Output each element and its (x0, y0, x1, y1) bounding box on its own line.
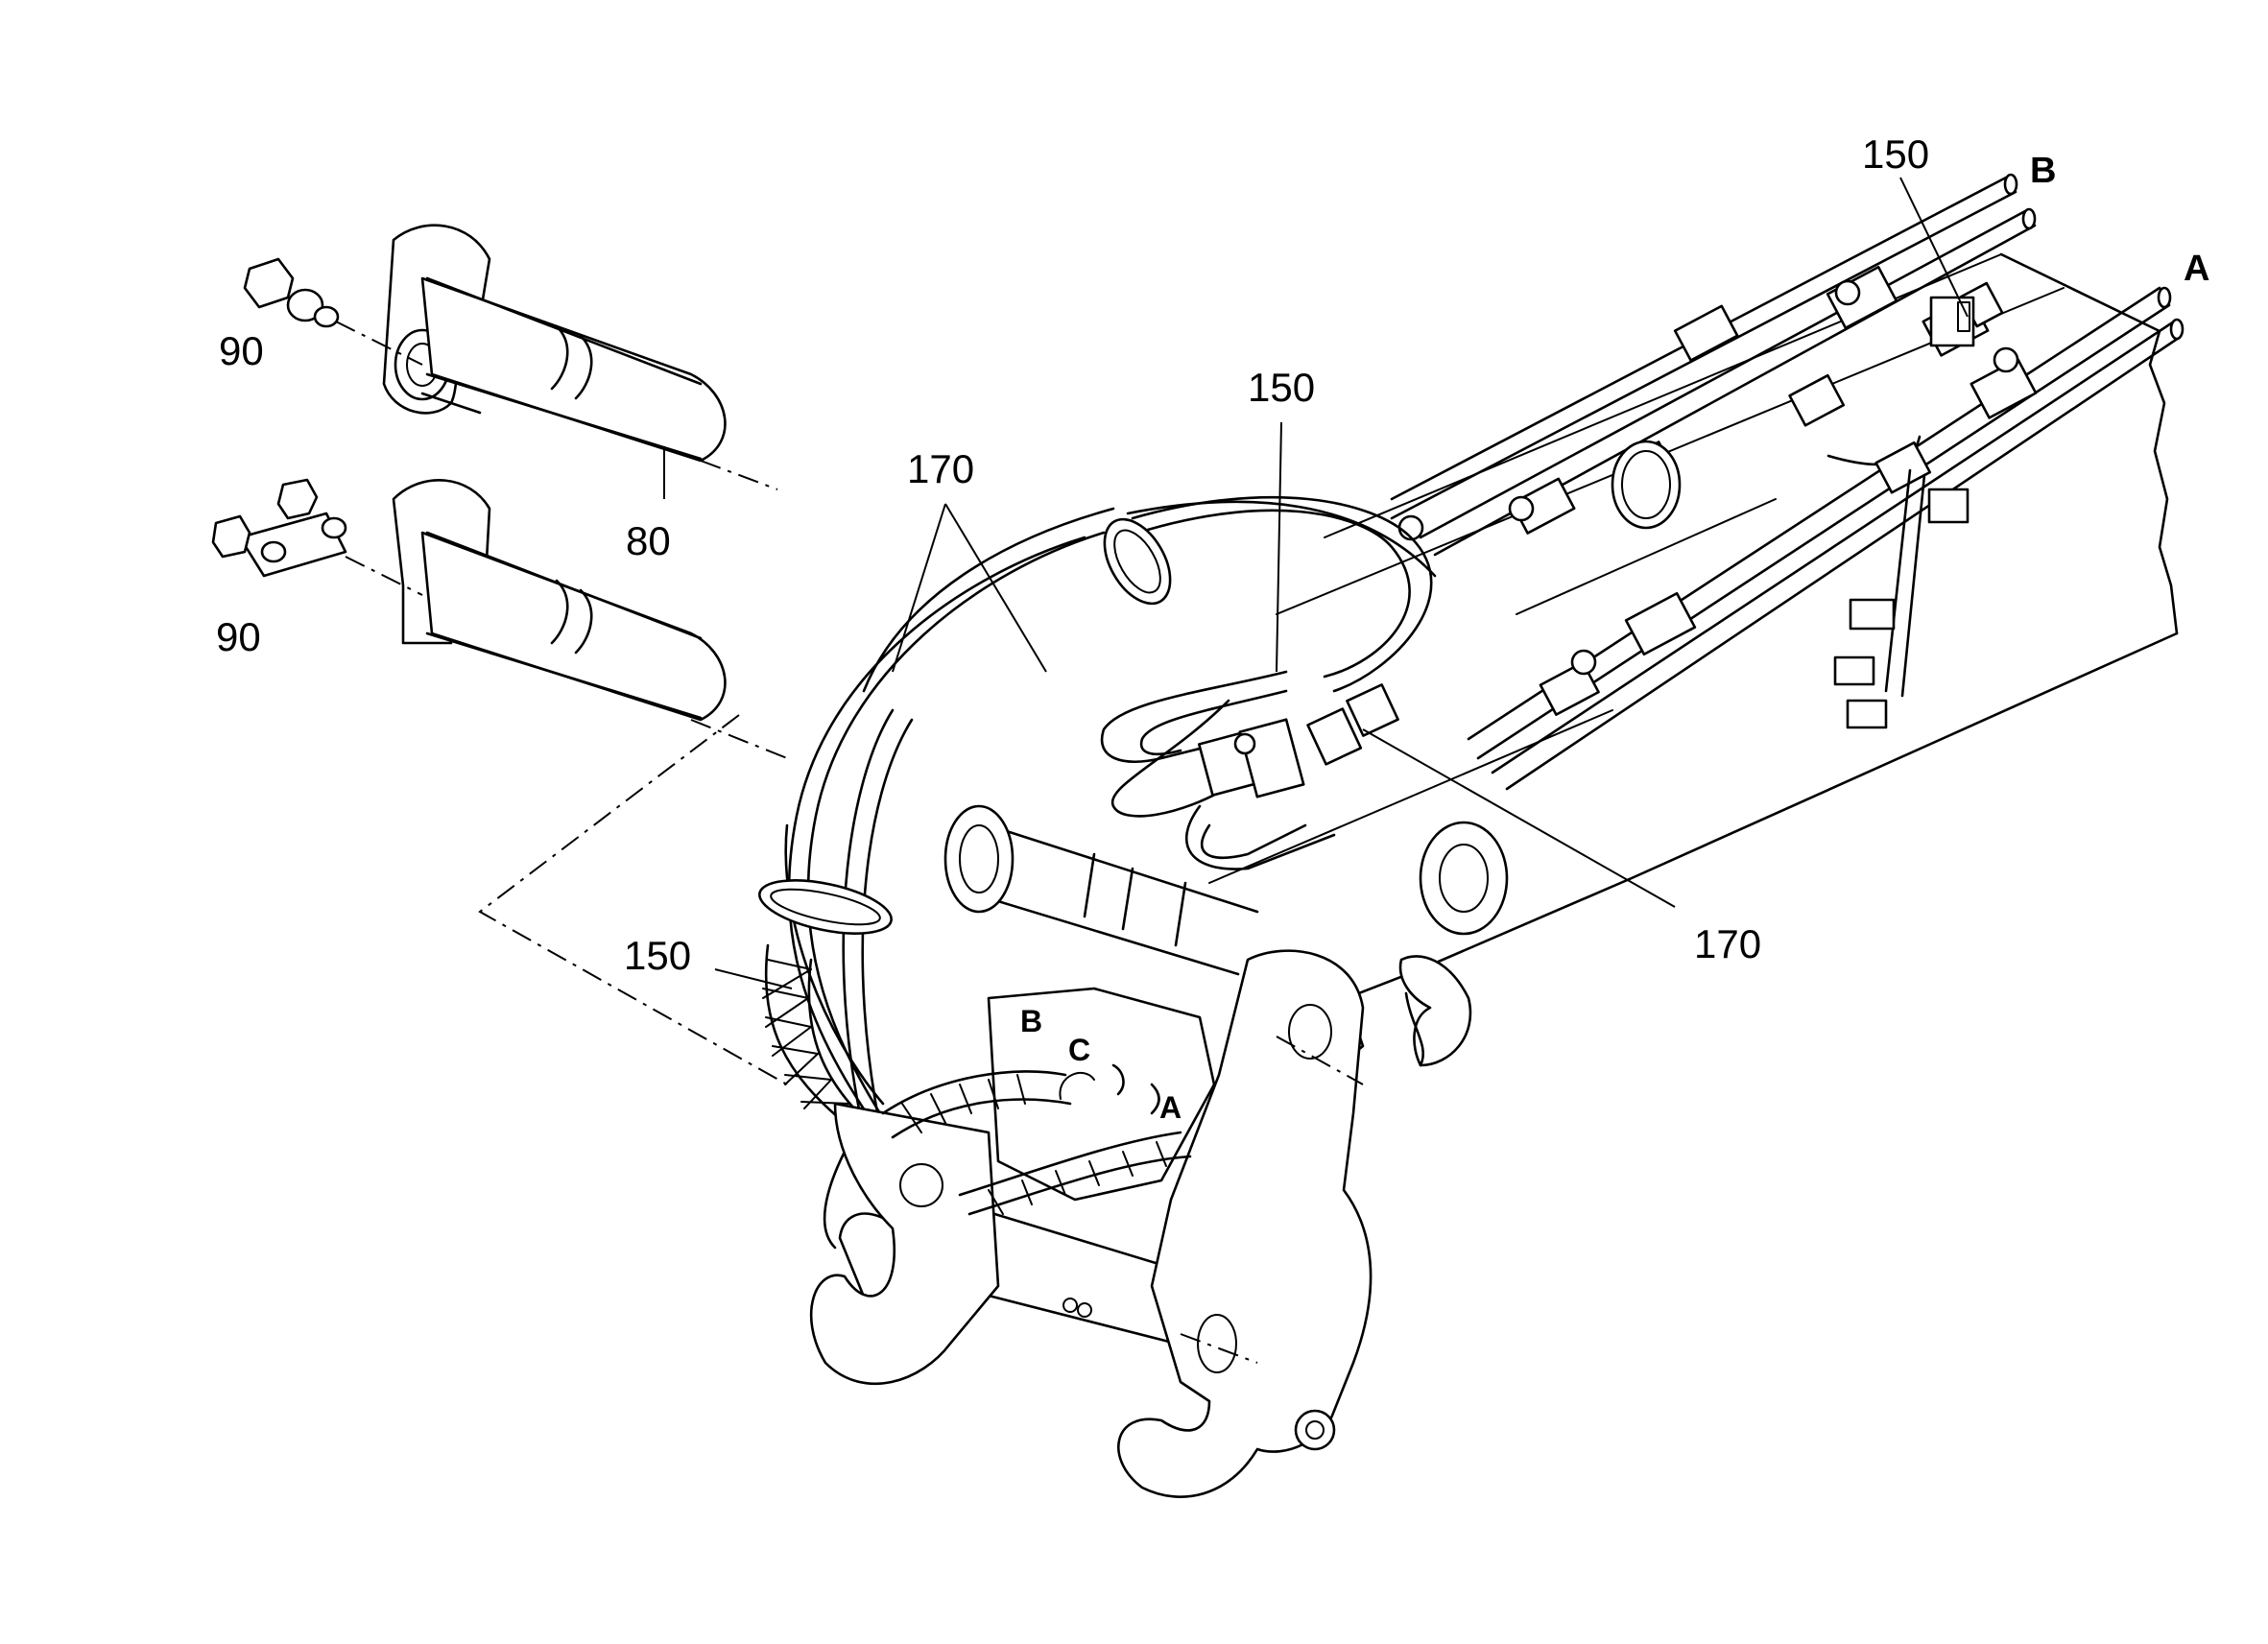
callout-150-center: 150 (1248, 365, 1315, 410)
bolt-bottom (211, 478, 423, 596)
port-letter-b-top: B (2030, 151, 2056, 191)
port-letter-a-top: A (2184, 249, 2209, 289)
quick-coupler (809, 804, 1509, 1498)
port-letter-b: B (1020, 1004, 1042, 1038)
bolt-top (243, 257, 423, 366)
callout-90-bottom: 90 (216, 614, 261, 659)
port-letter-a: A (1159, 1090, 1182, 1125)
hose-loops-170 (758, 495, 1437, 1163)
leader-lines (663, 177, 1969, 989)
port-letter-c: C (1068, 1033, 1090, 1067)
pin-top (382, 224, 727, 463)
callout-80: 80 (626, 518, 671, 563)
center-lines (478, 460, 1364, 1364)
hydraulic-lines (1390, 173, 2184, 791)
callout-90-top: 90 (219, 328, 264, 373)
pin-bottom (392, 479, 727, 722)
callout-170-right: 170 (1694, 921, 1761, 966)
callout-150-top-right: 150 (1862, 131, 1929, 177)
callout-150-left: 150 (624, 933, 691, 978)
callout-170-top: 170 (907, 446, 974, 491)
